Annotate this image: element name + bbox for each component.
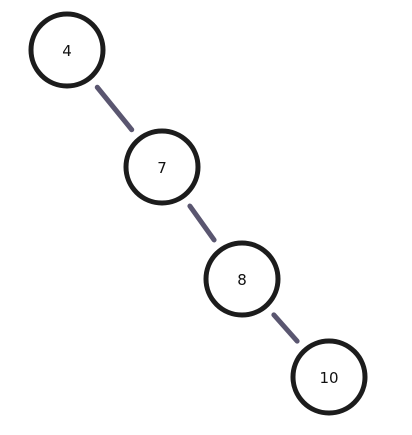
node-circle [290, 338, 368, 416]
node-label: 4 [62, 42, 72, 60]
node-circle [203, 240, 281, 318]
tree-node-4: 4 [28, 11, 106, 89]
edge-n8-n10 [271, 312, 300, 344]
edge-n7-n8 [187, 203, 217, 243]
tree-node-8: 8 [203, 240, 281, 318]
node-label: 7 [157, 159, 167, 177]
edges-layer [94, 84, 300, 344]
node-circle [123, 128, 201, 206]
tree-node-7: 7 [123, 128, 201, 206]
nodes-layer: 4 7 8 10 [28, 11, 368, 416]
node-label: 10 [319, 369, 338, 387]
node-circle [28, 11, 106, 89]
node-label: 8 [237, 271, 247, 289]
edge-n4-n7 [94, 84, 135, 133]
tree-node-10: 10 [290, 338, 368, 416]
